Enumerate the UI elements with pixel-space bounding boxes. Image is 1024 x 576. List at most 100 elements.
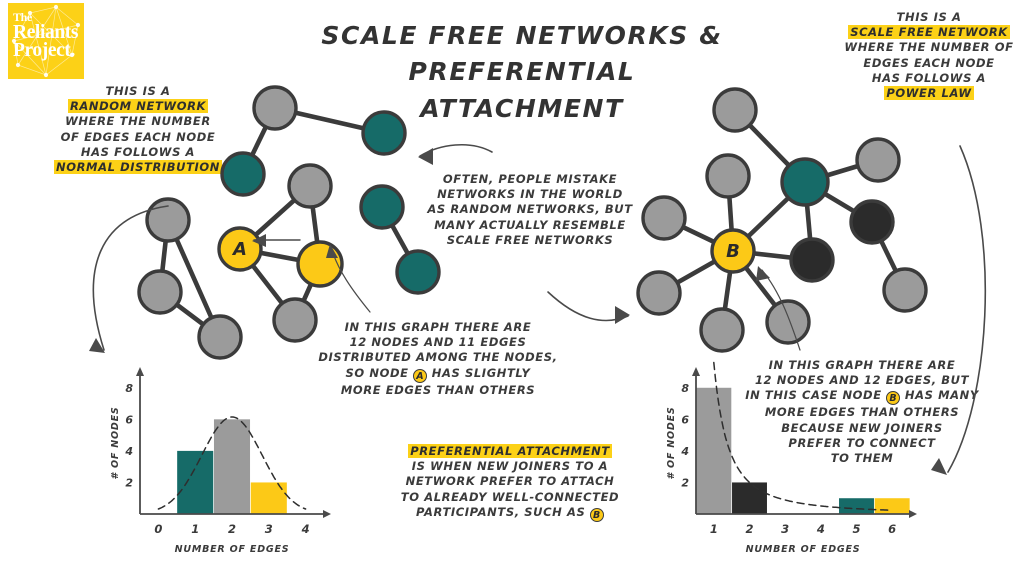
annotation-line: NETWORKS IN THE WORLD bbox=[437, 187, 623, 202]
x-tick-label: 1 bbox=[191, 522, 199, 536]
distribution-curve-normal-distribution bbox=[157, 416, 307, 510]
annotation-line: EDGES EACH NODE bbox=[863, 55, 995, 70]
x-tick-label: 6 bbox=[888, 522, 896, 536]
highlighted-phrase: RANDOM NETWORK bbox=[67, 99, 209, 114]
annotation-line: 12 NODES AND 11 EDGES bbox=[349, 335, 527, 350]
annotation-line: PARTICIPANTS, SUCH AS B bbox=[388, 505, 632, 522]
x-tick-label: 2 bbox=[745, 522, 753, 536]
random-network-node bbox=[359, 184, 405, 230]
annotation-line: SCALE FREE NETWORKS bbox=[446, 232, 614, 247]
annotation-line: SCALE FREE NETWORK bbox=[838, 25, 1020, 40]
annotation-line: THIS IS A bbox=[896, 10, 962, 24]
x-tick-label: 4 bbox=[816, 522, 825, 536]
scale-free-network-node bbox=[765, 299, 811, 345]
annotation-line: NORMAL DISTRIBUTION bbox=[48, 159, 228, 175]
scale-free-network-node-label: B bbox=[726, 241, 740, 262]
random-network-node bbox=[137, 269, 183, 315]
bar-1 bbox=[177, 450, 214, 514]
annotation-line: HAS FOLLOWS A bbox=[80, 144, 196, 159]
annotation-line: IN THIS CASE NODE B HAS MANY bbox=[745, 388, 979, 406]
annotation-line: IS WHEN NEW JOINERS TO A bbox=[411, 459, 609, 474]
annotation-line: PREFER TO CONNECT bbox=[788, 435, 936, 450]
annotation-line: IN THIS GRAPH THERE ARE bbox=[768, 358, 956, 372]
arrowhead-mistake-to-scalefree bbox=[615, 306, 630, 324]
random-network-node-a: A bbox=[217, 226, 263, 272]
scale-free-network-node bbox=[705, 153, 751, 199]
annotation-line: OFTEN, PEOPLE MISTAKE bbox=[442, 172, 618, 186]
arrow-random-to-chart bbox=[92, 205, 169, 351]
scale-free-network-node bbox=[636, 270, 682, 316]
scale-free-network-node bbox=[780, 157, 830, 207]
y-axis-arrowhead bbox=[136, 367, 144, 376]
random-network-node bbox=[197, 314, 243, 360]
scale-free-network-node bbox=[789, 237, 835, 283]
annotation-line: MORE EDGES THAN OTHERS bbox=[764, 405, 960, 420]
brand-logo: The Reliants Project. bbox=[8, 3, 84, 79]
arrow-scalefree-to-chart bbox=[947, 145, 987, 473]
y-tick-label: 6 bbox=[681, 413, 689, 426]
scale-free-network-node bbox=[882, 267, 928, 313]
annotation-line: MORE EDGES THAN OTHERS bbox=[340, 382, 536, 397]
bar-5 bbox=[839, 498, 874, 514]
node-badge-a: A bbox=[413, 368, 428, 383]
annotation-line: THIS IS A bbox=[105, 84, 171, 98]
page-title: SCALE FREE NETWORKS & PREFERENTIAL ATTAC… bbox=[312, 18, 732, 127]
highlighted-phrase: SCALE FREE NETWORK bbox=[848, 25, 1010, 40]
scale-free-network-node-b: B bbox=[710, 228, 756, 274]
arrowhead-pointer-node-a bbox=[252, 234, 266, 247]
y-tick-label: 8 bbox=[681, 382, 689, 395]
annotation-line: POWER LAW bbox=[838, 85, 1020, 101]
node-badge-b: B bbox=[589, 507, 604, 522]
y-tick-label: 8 bbox=[125, 382, 133, 395]
random-network-node bbox=[296, 240, 344, 288]
annotation-line: WHERE THE NUMBER bbox=[65, 114, 211, 129]
scale-free-network-node bbox=[699, 307, 745, 353]
x-axis-arrowhead bbox=[909, 510, 917, 518]
y-tick-label: 4 bbox=[124, 445, 133, 458]
y-tick-label: 6 bbox=[125, 413, 133, 426]
scale-free-network-graph: B bbox=[636, 87, 928, 353]
random-network-node bbox=[272, 297, 318, 343]
logo-network-pattern bbox=[11, 4, 81, 78]
annotation-line: IN THIS GRAPH THERE ARE bbox=[344, 320, 532, 334]
annotation-line: TO ALREADY WELL-CONNECTED bbox=[400, 489, 620, 504]
y-tick-label: 2 bbox=[681, 476, 689, 489]
annotation-line: 12 NODES AND 12 EDGES, BUT bbox=[754, 373, 970, 388]
annotation-line: SO NODE A HAS SLIGHTLY bbox=[345, 365, 531, 383]
annotation-line: MANY ACTUALLY RESEMBLE bbox=[434, 217, 626, 232]
x-tick-label: 3 bbox=[781, 522, 789, 536]
random-network-node bbox=[252, 85, 298, 131]
annotation-line: OF EDGES EACH NODE bbox=[60, 129, 216, 144]
highlighted-phrase: PREFERENTIAL ATTACHMENT bbox=[408, 444, 612, 458]
scale-free-network-node bbox=[641, 195, 687, 241]
arrowhead-desc-to-node-a bbox=[326, 244, 338, 258]
random-network-node-label: A bbox=[231, 239, 247, 260]
x-tick-label: 0 bbox=[154, 522, 162, 536]
bar-2 bbox=[213, 419, 251, 514]
annotation-line: TO THEM bbox=[830, 450, 894, 465]
arrowhead-scalefree-to-chart bbox=[931, 458, 947, 475]
x-tick-label: 2 bbox=[228, 522, 236, 536]
arrowhead-mistake-to-random bbox=[418, 148, 433, 165]
y-axis-title: # OF NODES bbox=[666, 406, 677, 479]
x-axis-arrowhead bbox=[323, 510, 331, 518]
arrowhead-desc-to-node-b bbox=[756, 266, 770, 281]
annotation-line: PREFERENTIAL ATTACHMENT bbox=[388, 444, 632, 459]
random-network-node bbox=[287, 163, 333, 209]
annotation-line: DISTRIBUTED AMONG THE NODES, bbox=[318, 350, 558, 365]
annotation-line: AS RANDOM NETWORKS, BUT bbox=[427, 202, 633, 217]
logo-line-1: The bbox=[13, 10, 32, 24]
scale-free-network-node bbox=[855, 137, 901, 183]
logo-line-3: Project. bbox=[13, 40, 75, 62]
random-network-graph: A bbox=[137, 85, 441, 360]
title-line-2: PREFERENTIAL ATTACHMENT bbox=[408, 57, 636, 123]
